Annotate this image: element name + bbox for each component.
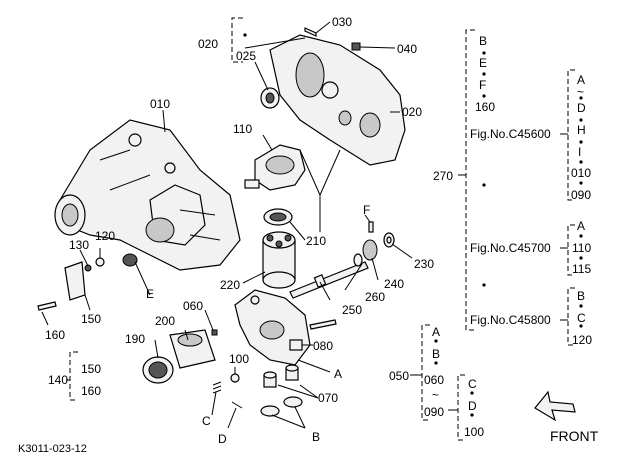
label-B: B [312, 430, 320, 444]
label-025: 025 [236, 49, 256, 63]
bracket-150 [64, 261, 86, 301]
label-050-A: A [432, 325, 440, 339]
label-050-tilde: ~ [432, 388, 439, 402]
label-200: 200 [155, 314, 175, 328]
washer-260 [353, 253, 363, 267]
gear-220 [262, 231, 296, 289]
label-110: 110 [233, 122, 252, 136]
case-cover [269, 34, 406, 166]
label-010: 010 [150, 97, 170, 111]
label-r1-H: H [577, 123, 586, 137]
label-050-B: B [432, 347, 440, 361]
label-r2-A: A [577, 219, 585, 233]
label-C: C [202, 414, 211, 428]
label-040: 040 [397, 42, 417, 56]
label-r1-tilde: ~ [577, 85, 584, 99]
label-050-100: 100 [464, 425, 484, 439]
label-020-right: 020 [402, 105, 422, 119]
spring-C [212, 381, 222, 394]
shaft-250 [289, 261, 369, 299]
label-150: 150 [81, 312, 101, 326]
label-070: 070 [318, 391, 338, 405]
label-fig-c45600: Fig.No.C45600 [470, 127, 551, 141]
label-270: 270 [433, 169, 453, 183]
nut-120 [95, 257, 105, 267]
label-r1-090: 090 [571, 188, 591, 202]
bracket-dots [243, 33, 583, 417]
label-r1-D: D [577, 101, 586, 115]
housing-110 [244, 144, 306, 191]
ring-B2 [283, 396, 303, 408]
label-r1-A: A [577, 73, 585, 87]
label-D: D [218, 432, 227, 446]
front-arrow-icon [534, 390, 576, 422]
gear-240 [362, 239, 378, 261]
label-050: 050 [389, 369, 409, 383]
ring-B1 [260, 405, 280, 417]
pump-body [234, 289, 311, 366]
label-020-left: 020 [198, 37, 218, 51]
label-240: 240 [384, 277, 404, 291]
label-fig-c45800: Fig.No.C45800 [470, 313, 551, 327]
label-140: 140 [48, 373, 68, 387]
label-r3-120: 120 [572, 333, 592, 347]
label-fig-c45700: Fig.No.C45700 [470, 241, 551, 255]
label-E: E [146, 287, 154, 301]
label-030: 030 [332, 15, 352, 29]
plugs-070 [263, 364, 299, 388]
label-140-150: 150 [81, 362, 101, 376]
label-r3-C: C [577, 311, 586, 325]
label-front: FRONT [550, 428, 599, 444]
label-120: 120 [95, 229, 115, 243]
label-r2-115: 115 [572, 262, 591, 276]
label-230: 230 [414, 257, 434, 271]
label-210: 210 [306, 234, 326, 248]
label-r1-010: 010 [571, 166, 591, 180]
label-100: 100 [229, 352, 249, 366]
ball-100 [230, 373, 240, 383]
bolt-030 [304, 27, 317, 37]
label-140-160: 160 [81, 384, 101, 398]
label-260: 260 [365, 290, 385, 304]
label-r2-110: 110 [572, 241, 591, 255]
pin-D [231, 401, 243, 409]
group-brackets [66, 17, 575, 441]
bolt-160 [37, 301, 57, 311]
leader-lines [41, 21, 413, 429]
pin-F [368, 221, 374, 233]
label-050-C: C [468, 377, 477, 391]
label-160: 160 [45, 328, 65, 342]
label-050-060: 060 [424, 373, 444, 387]
transmission-case [54, 119, 241, 271]
label-220: 220 [220, 278, 240, 292]
label-270-E: E [479, 56, 487, 70]
label-080: 080 [313, 339, 333, 353]
label-050-D: D [468, 399, 477, 413]
bolt-040 [351, 42, 361, 51]
bolt-080 [309, 319, 337, 330]
diagram-code: K3011-023-12 [18, 443, 87, 455]
label-270-160: 160 [475, 100, 495, 114]
label-270-B: B [479, 34, 487, 48]
seal-E [122, 253, 138, 267]
pin-060 [211, 329, 218, 336]
label-r3-B: B [577, 289, 585, 303]
label-130: 130 [69, 238, 89, 252]
label-250: 250 [342, 303, 362, 317]
part-labels: 010 020 020 025 030 040 110 210 220 F 23… [18, 15, 599, 455]
label-r1-I: I [578, 145, 581, 159]
cylinder-200 [169, 329, 216, 369]
label-F: F [363, 203, 370, 217]
label-A: A [334, 367, 342, 381]
label-050-090: 090 [424, 405, 444, 419]
label-060: 060 [183, 299, 203, 313]
label-270-F: F [479, 78, 486, 92]
label-190: 190 [125, 332, 145, 346]
